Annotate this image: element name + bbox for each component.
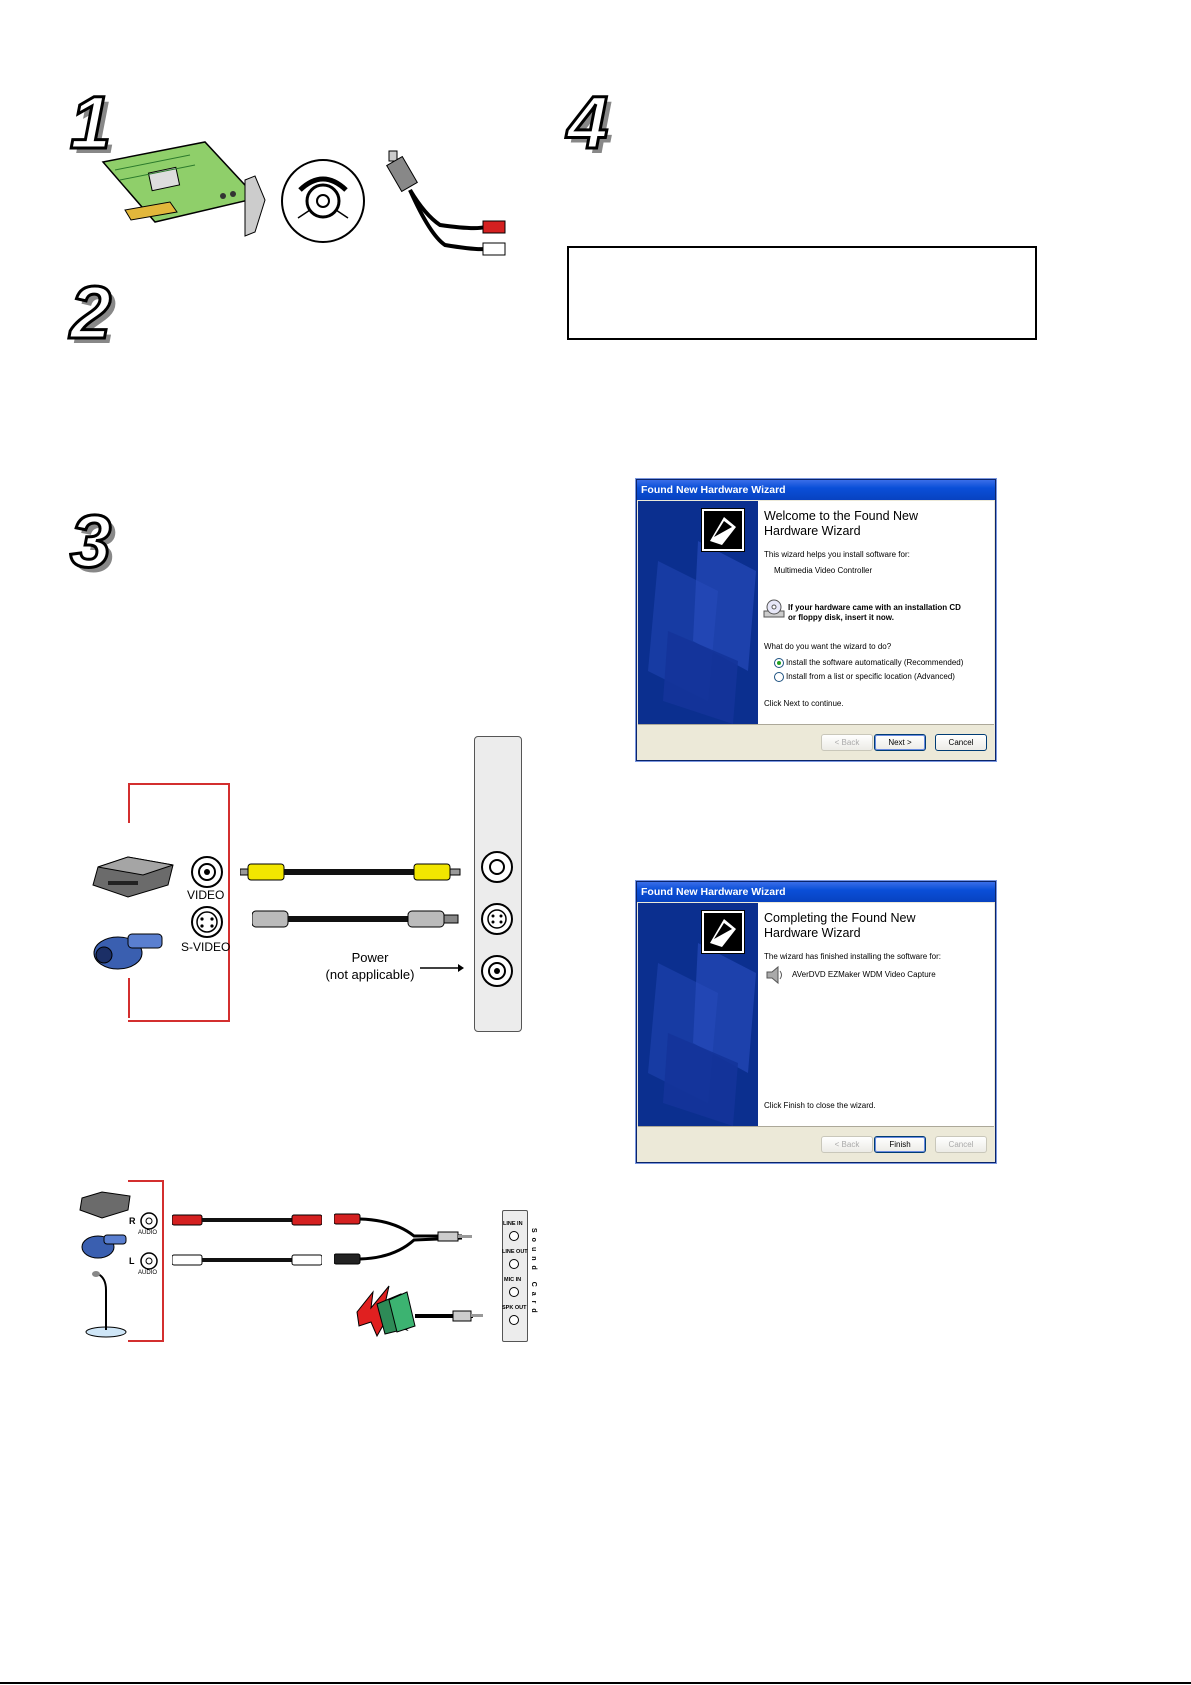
vcr-icon — [92, 856, 174, 898]
wizard-welcome-device: Multimedia Video Controller — [774, 566, 873, 575]
red-rca-cable — [172, 1214, 322, 1226]
power-label: Power — [351, 950, 389, 965]
wizard-side-banner — [638, 501, 758, 724]
svideo-jack-icon — [191, 906, 223, 938]
step-number-4: 4 — [565, 81, 609, 164]
spk-out-port — [509, 1315, 519, 1325]
vcr-small-icon — [79, 1191, 131, 1219]
wizard-continue-text: Click Next to continue. — [764, 699, 844, 708]
audio-jack-left-icon — [140, 1252, 158, 1270]
white-rca-cable — [172, 1254, 322, 1266]
line-in-label: LINE IN — [503, 1221, 523, 1227]
step-number-3: 3 — [68, 500, 112, 583]
page-bottom-rule — [0, 1682, 1191, 1684]
step-number-1: 1 — [68, 81, 112, 164]
radio-install-automatically[interactable] — [774, 658, 784, 668]
composite-video-cable — [240, 863, 461, 881]
power-arrow-icon — [420, 964, 464, 972]
cd-drive-icon — [763, 599, 785, 618]
wizard-finished-text: The wizard has finished installing the s… — [764, 952, 941, 961]
capture-card-illustration — [101, 141, 266, 237]
wizard-welcome-titlebar: Found New Hardware Wizard — [637, 480, 995, 500]
line-in-port — [509, 1231, 519, 1241]
next-button[interactable]: Next > — [874, 734, 926, 751]
svideo-cable — [252, 910, 459, 928]
microphone-icon — [85, 1271, 127, 1338]
back-button[interactable]: < Back — [821, 734, 873, 751]
wizard-cd-line-2: or floppy disk, insert it now. — [788, 613, 894, 622]
speakers-icon — [356, 1285, 483, 1338]
mic-in-label: MIC IN — [504, 1277, 522, 1283]
wizard-close-text: Click Finish to close the wizard. — [764, 1101, 876, 1110]
cancel-button-2[interactable]: Cancel — [935, 1136, 987, 1153]
audio-y-adapter-cable — [334, 1213, 472, 1265]
hardware-wizard-icon — [702, 509, 744, 551]
audio-label-right: AUDIO — [138, 1230, 158, 1236]
video-label: VIDEO — [187, 888, 225, 902]
step-number-2: 2 — [68, 271, 112, 354]
wizard-completing-window: Found New Hardware Wizard Completing the… — [636, 881, 996, 1163]
hardware-wizard-icon-2 — [702, 911, 744, 953]
svideo-label: S-VIDEO — [181, 940, 231, 954]
wizard-welcome-window: Found New Hardware Wizard Welcome to the… — [636, 479, 996, 761]
wizard-question: What do you want the wizard to do? — [764, 642, 892, 651]
wizard-welcome-intro: This wizard helps you install software f… — [764, 550, 910, 559]
cancel-button[interactable]: Cancel — [935, 734, 987, 751]
back-button-2[interactable]: < Back — [821, 1136, 873, 1153]
wizard-completing-heading-1: Completing the Found New — [764, 911, 916, 925]
mic-in-port — [509, 1287, 519, 1297]
camcorder-small-icon — [81, 1234, 127, 1259]
audio-source-bracket — [128, 1180, 164, 1342]
radio-install-from-list[interactable] — [774, 672, 784, 682]
option-install-automatically-label: Install the software automatically (Reco… — [786, 658, 964, 667]
option-install-from-list-label: Install from a list or specific location… — [786, 672, 955, 681]
spk-out-label: SPK OUT — [502, 1305, 527, 1311]
wizard-completing-heading-2: Hardware Wizard — [764, 926, 861, 940]
power-note-label: (not applicable) — [325, 967, 415, 982]
wizard-welcome-heading-2: Hardware Wizard — [764, 524, 861, 538]
card-ports-icon — [481, 851, 513, 987]
wizard-cd-line-1: If your hardware came with an installati… — [788, 603, 961, 612]
audio-label-left: AUDIO — [138, 1270, 158, 1276]
left-channel-label: L — [129, 1256, 135, 1266]
camcorder-icon — [93, 933, 163, 970]
note-box — [567, 246, 1037, 340]
wizard-completing-device: AVerDVD EZMaker WDM Video Capture — [792, 970, 936, 979]
audio-y-cable-illustration — [386, 150, 506, 256]
finish-button[interactable]: Finish — [874, 1136, 926, 1153]
line-out-port — [509, 1259, 519, 1269]
sound-card-label: Sound Card — [530, 1228, 537, 1318]
speaker-device-icon — [766, 965, 782, 985]
audio-jack-right-icon — [140, 1212, 158, 1230]
right-channel-label: R — [129, 1216, 136, 1226]
video-source-bracket — [128, 783, 230, 1022]
wizard-completing-titlebar: Found New Hardware Wizard — [637, 882, 995, 902]
line-out-label: LINE OUT — [502, 1249, 528, 1255]
installation-cd-illustration — [281, 159, 365, 243]
wizard-welcome-heading-1: Welcome to the Found New — [764, 509, 919, 523]
video-jack-icon — [191, 856, 223, 888]
